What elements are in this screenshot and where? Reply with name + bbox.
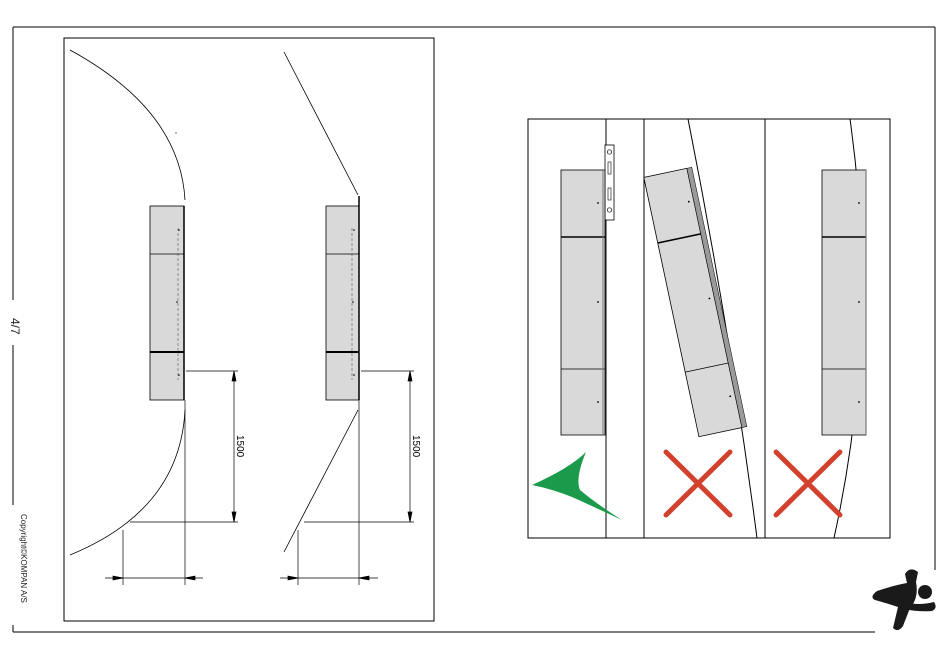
check-mark-icon [532,452,622,520]
cross-mark-icon [666,452,730,515]
installation-panel-right [528,119,890,538]
curved-wall-lower [70,410,185,555]
panel-element-left [150,206,184,400]
dimension-left [105,371,238,585]
dimension-label-left: 1500 [234,435,245,458]
angled-wall [284,52,358,195]
cross-mark-icon [776,452,840,515]
angled-wall-lower [284,410,358,552]
kompan-logo [872,569,935,630]
installation-panel-left: 1500 1500 [64,38,434,621]
dimension-label-right: 1500 [410,435,421,458]
panel-element-right [326,196,359,400]
page-number: 4/7 [8,318,22,335]
correct-installation [532,119,622,538]
dimension-right [280,371,414,585]
copyright-notice: Copyright©KOMPAN A/S [19,514,28,603]
wrong-installation-tilted [644,119,757,538]
wrong-installation-curved [776,119,866,538]
wall-bracket [605,145,614,220]
curved-wall [70,50,185,200]
